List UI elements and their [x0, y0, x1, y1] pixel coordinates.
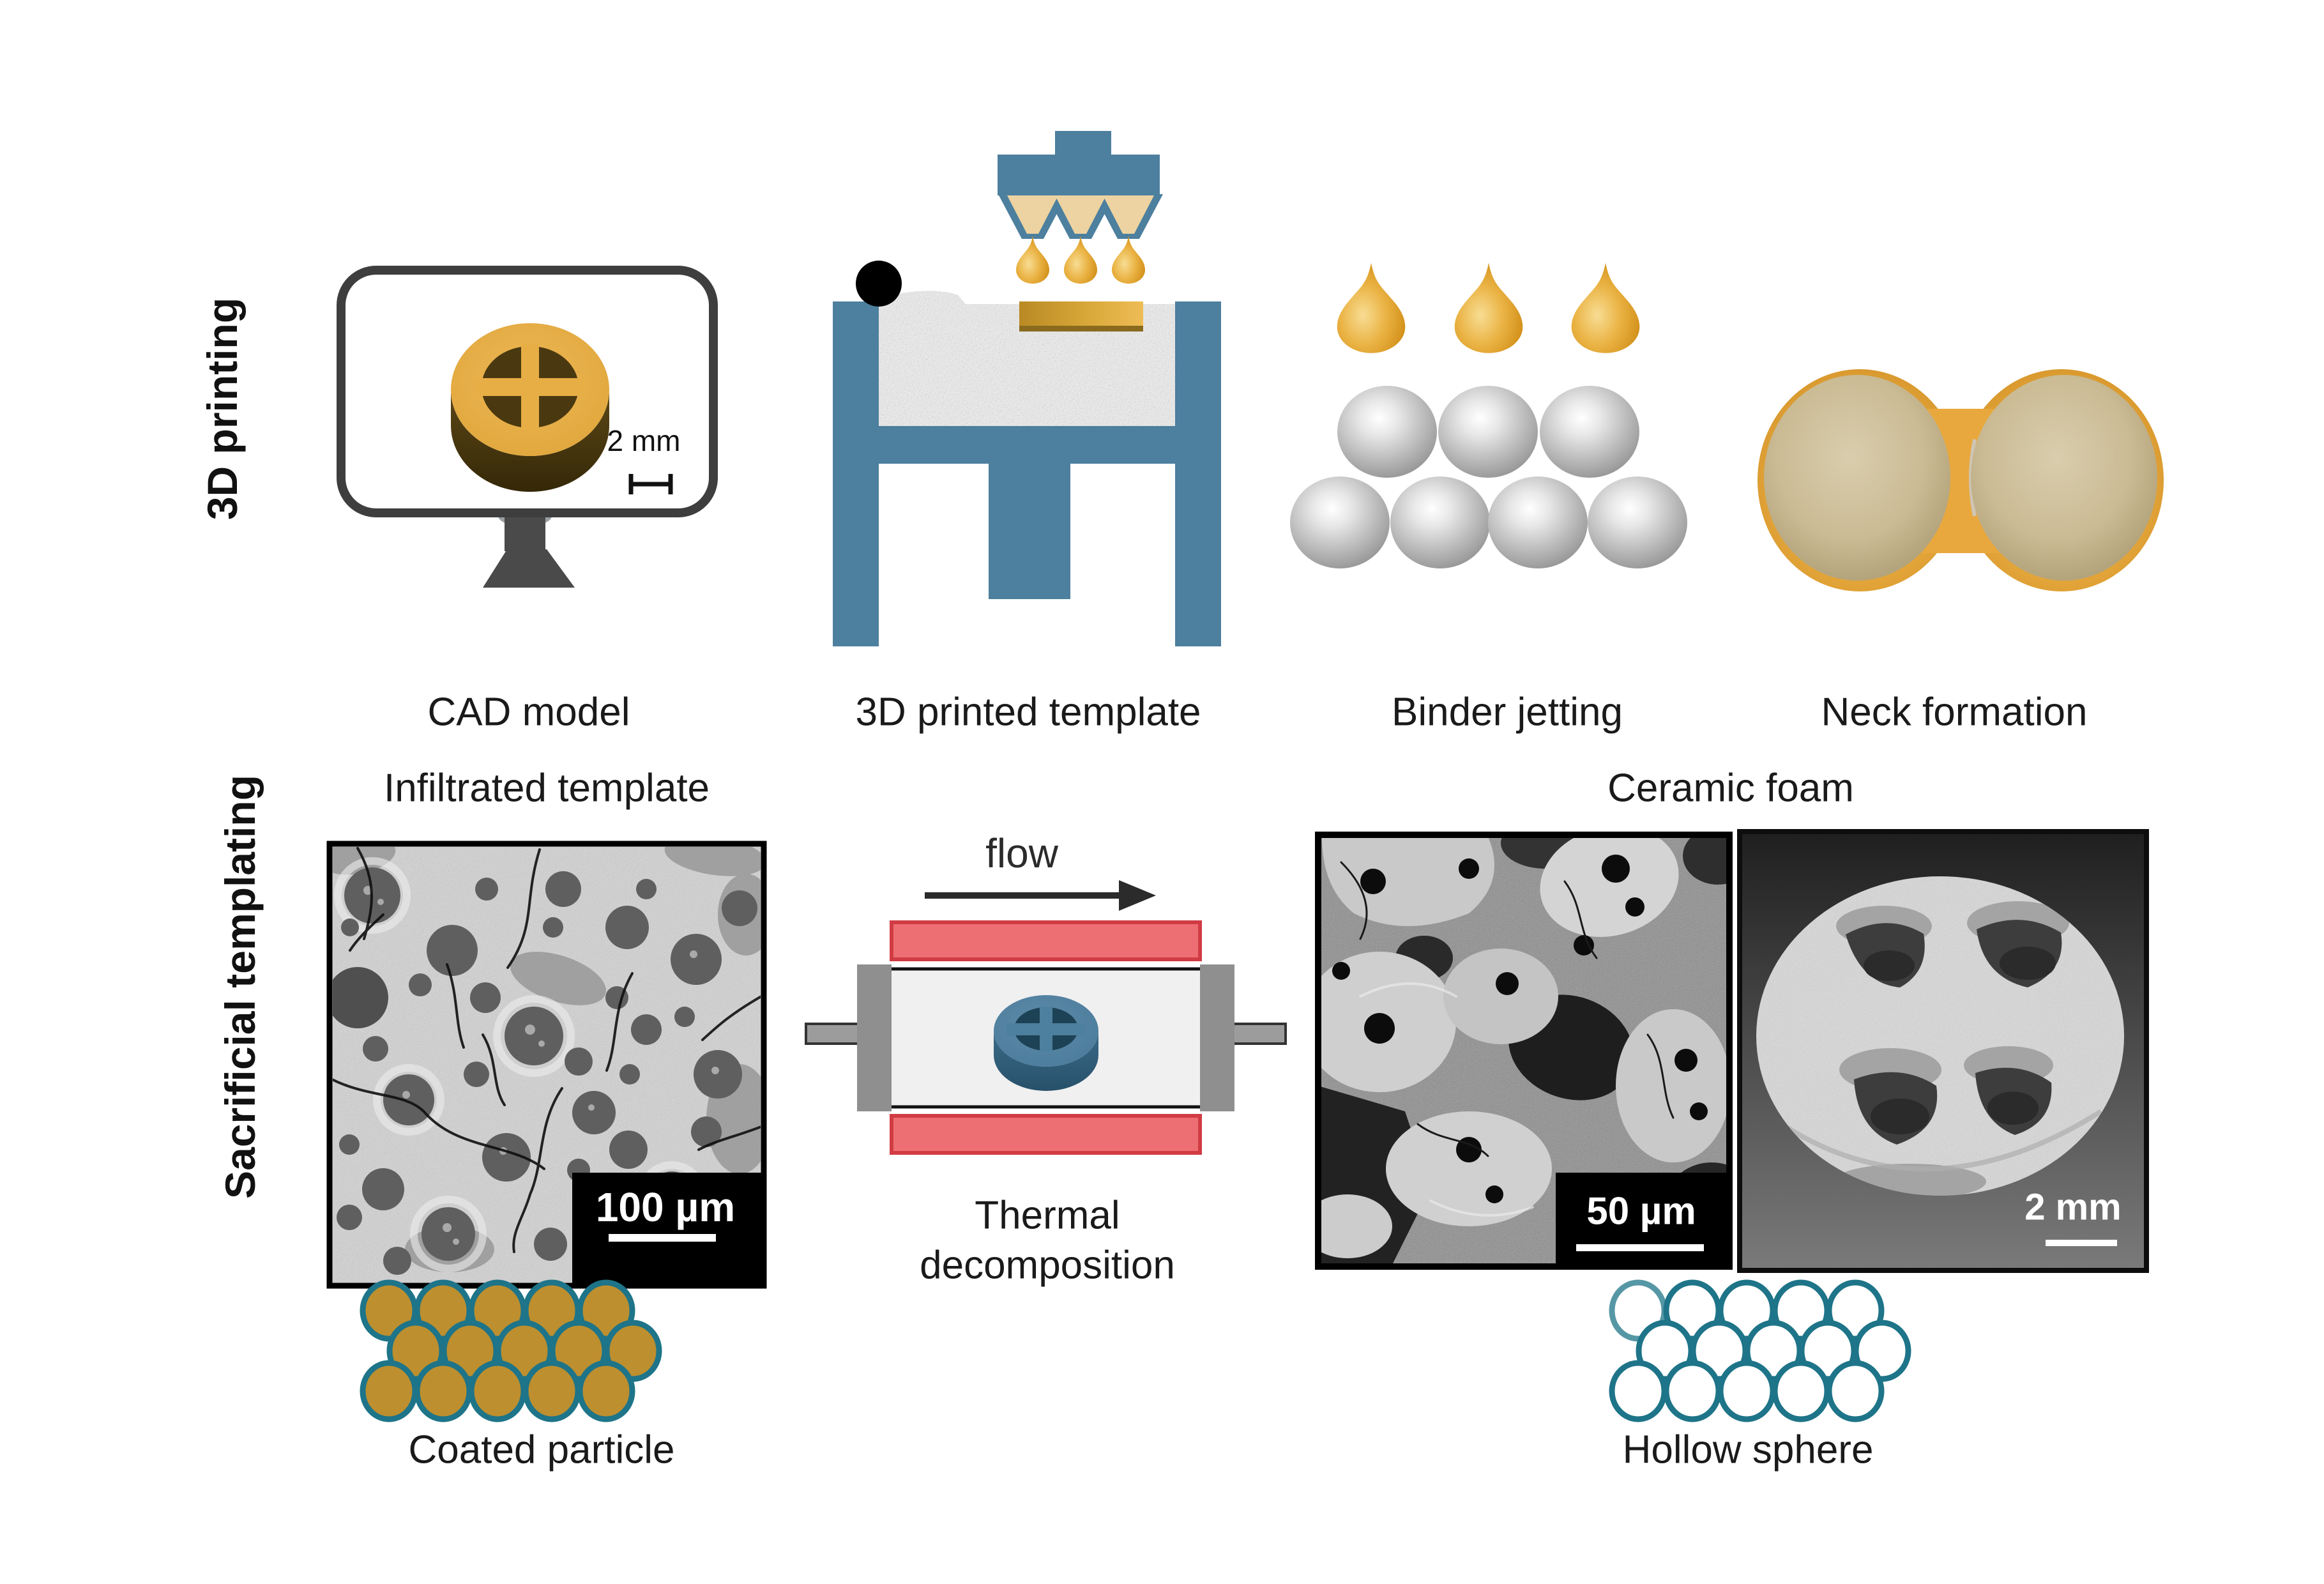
scale-bar: [1576, 1244, 1704, 1251]
roller-icon: [856, 261, 902, 307]
monitor-stand-neck: [505, 513, 545, 551]
powder-bed: [877, 291, 1175, 426]
heater-top: [890, 920, 1202, 961]
title-ceramic-foam: Ceramic foam: [1607, 766, 1854, 811]
scale-label-2mm-tomo: 2 mm: [2024, 1186, 2122, 1228]
scale-label-100um: 100 µm: [595, 1184, 736, 1230]
caption-thermal-line2: decomposition: [920, 1243, 1175, 1287]
caption-binder-jetting: Binder jetting: [1392, 690, 1623, 735]
tube-cap-left: [857, 964, 892, 1111]
outlet-pipe: [1232, 1023, 1287, 1045]
nozzle-icon: [1007, 195, 1058, 234]
title-infiltrated-template: Infiltrated template: [383, 766, 710, 811]
binder-droplets-small: [1016, 236, 1145, 284]
scale-box: [572, 1173, 761, 1283]
caption-hollow-sphere: Hollow sphere: [1622, 1428, 1874, 1472]
tomography-ceramic-disc-image: [1737, 829, 2149, 1273]
cad-monitor-icon: [337, 266, 718, 588]
nozzle-icon: [1103, 195, 1154, 234]
caption-coated-particle: Coated particle: [408, 1428, 675, 1472]
binder-droplets-large: [1337, 263, 1640, 353]
scale-bar: [2046, 1240, 2117, 1246]
scale-label-cad: 2 mm: [607, 424, 681, 457]
row-label-sacrificial-templating: Sacrificial templating: [216, 775, 264, 1199]
heater-bottom: [890, 1114, 1202, 1155]
sem-infiltrated-template-image: [326, 841, 767, 1289]
flow-arrow-icon: [925, 880, 1156, 911]
row-label-3d-printing: 3D printing: [199, 297, 246, 521]
caption-thermal-decomposition: Thermal decomposition: [920, 1191, 1175, 1290]
foam-texture: [1321, 838, 1726, 1263]
blue-disc-icon: [994, 995, 1098, 1091]
tube-cap-right: [1200, 964, 1234, 1111]
coated-particle-icon: [360, 1279, 662, 1422]
caption-thermal-line1: Thermal: [975, 1193, 1120, 1238]
cad-scale-bar: [628, 474, 673, 494]
monitor-stand-base: [483, 549, 575, 588]
sem-ceramic-foam-image: [1315, 832, 1733, 1270]
scale-label-50um: 50 µm: [1586, 1189, 1696, 1233]
printer-frame: [833, 301, 1221, 646]
powder-spheres: [1290, 386, 1687, 568]
caption-cad-model: CAD model: [427, 690, 630, 735]
binder-jet-printer-icon: [833, 131, 1221, 646]
nozzle-icon: [1055, 195, 1106, 234]
caption-3d-printed-template: 3D printed template: [855, 690, 1201, 735]
inlet-pipe: [805, 1023, 860, 1045]
print-head-icon: [998, 131, 1163, 239]
printed-part-slab: [1019, 301, 1143, 331]
scale-bar: [609, 1234, 716, 1242]
flow-label: flow: [985, 830, 1058, 876]
hollow-sphere-icon: [1609, 1279, 1911, 1422]
caption-neck-formation: Neck formation: [1821, 690, 2088, 735]
cad-disc-icon: [451, 323, 609, 492]
tube-furnace-icon: [805, 880, 1287, 1155]
neck-formation-icon: [1758, 369, 2164, 591]
binder-jetting-icon: [1290, 263, 1687, 568]
